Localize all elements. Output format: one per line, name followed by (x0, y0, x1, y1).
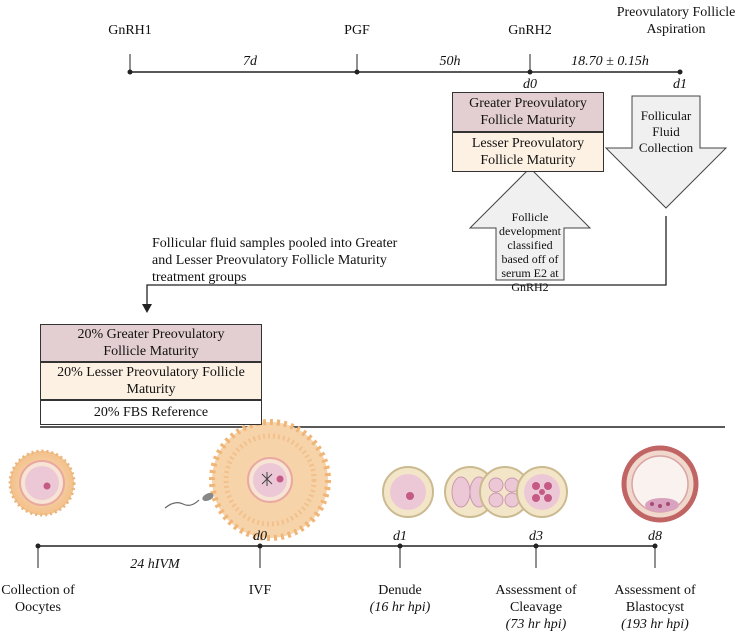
treatment-fbs-label: 20% FBS Reference (93, 405, 209, 420)
classification-label: Follicle development classified based of… (499, 210, 561, 294)
interval-7d: 7d (243, 54, 257, 69)
gnrh2-dot (527, 69, 533, 75)
cumulus-oocyte-complex-icon (8, 449, 76, 517)
pgf-dot (354, 69, 360, 75)
step-blastocyst-sub: (193 hr hpi) (621, 617, 689, 632)
step-collection-title: Collection of Oocytes (1, 583, 75, 615)
ivm-duration-label: 24 hIVM (130, 557, 180, 572)
treatment-lesser-box: 20% Lesser Preovulatory Follicle Maturit… (40, 362, 262, 400)
treatment-greater-box: 20% Greater Preovulatory Follicle Maturi… (40, 324, 262, 362)
greater-maturity-label: Greater Preovulatory Follicle Maturity (469, 96, 587, 128)
step-cleavage-sub: (73 hr hpi) (505, 617, 567, 632)
bottom-day-d1: d1 (393, 529, 407, 544)
treatment-greater-label: 20% Greater Preovulatory Follicle Maturi… (77, 327, 225, 359)
gnrh1-label: GnRH1 (108, 23, 152, 38)
fluid-collection-arrow (604, 95, 728, 209)
treatment-lesser-label: 20% Lesser Preovulatory Follicle Maturit… (57, 365, 245, 397)
treatment-fbs-box: 20% FBS Reference (40, 400, 262, 425)
gnrh1-dot (127, 69, 133, 75)
bottom-day-d8: d8 (648, 529, 662, 544)
top-day-d1: d1 (673, 77, 687, 92)
blastocyst-icon (621, 445, 699, 523)
lesser-maturity-label: Lesser Preovulatory Follicle Maturity (471, 136, 585, 168)
pooling-arrowhead (142, 304, 152, 313)
morula-icon (516, 466, 568, 518)
bottom-day-d0: d0 (253, 529, 267, 544)
step-denude-sub: (16 hr hpi) (369, 600, 431, 615)
step-denude-title: Denude (378, 583, 422, 598)
zygote-icon (382, 466, 434, 518)
bottom-day-d3: d3 (529, 529, 543, 544)
lesser-maturity-box: Lesser Preovulatory Follicle Maturity (452, 132, 604, 172)
gnrh2-label: GnRH2 (508, 23, 552, 38)
aspiration-dot (677, 69, 683, 75)
pgf-label: PGF (344, 23, 370, 38)
pooling-description: Follicular fluid samples pooled into Gre… (152, 236, 398, 285)
step-cleavage-title: Assessment of Cleavage (495, 583, 577, 615)
fluid-collection-label: Follicular Fluid Collection (638, 108, 694, 155)
top-day-d0: d0 (523, 77, 537, 92)
greater-maturity-box: Greater Preovulatory Follicle Maturity (452, 92, 604, 132)
step-ivf-title: IVF (248, 583, 272, 598)
ivf-expanded-coc-icon (164, 419, 331, 541)
classification-arrow (468, 167, 592, 281)
step-blastocyst-title: Assessment of Blastocyst (614, 583, 696, 615)
interval-50h: 50h (439, 54, 461, 69)
interval-aspiration: 18.70 ± 0.15h (571, 54, 649, 69)
pooling-connector (146, 216, 667, 306)
aspiration-label: Preovulatory Follicle Aspiration (616, 5, 736, 37)
